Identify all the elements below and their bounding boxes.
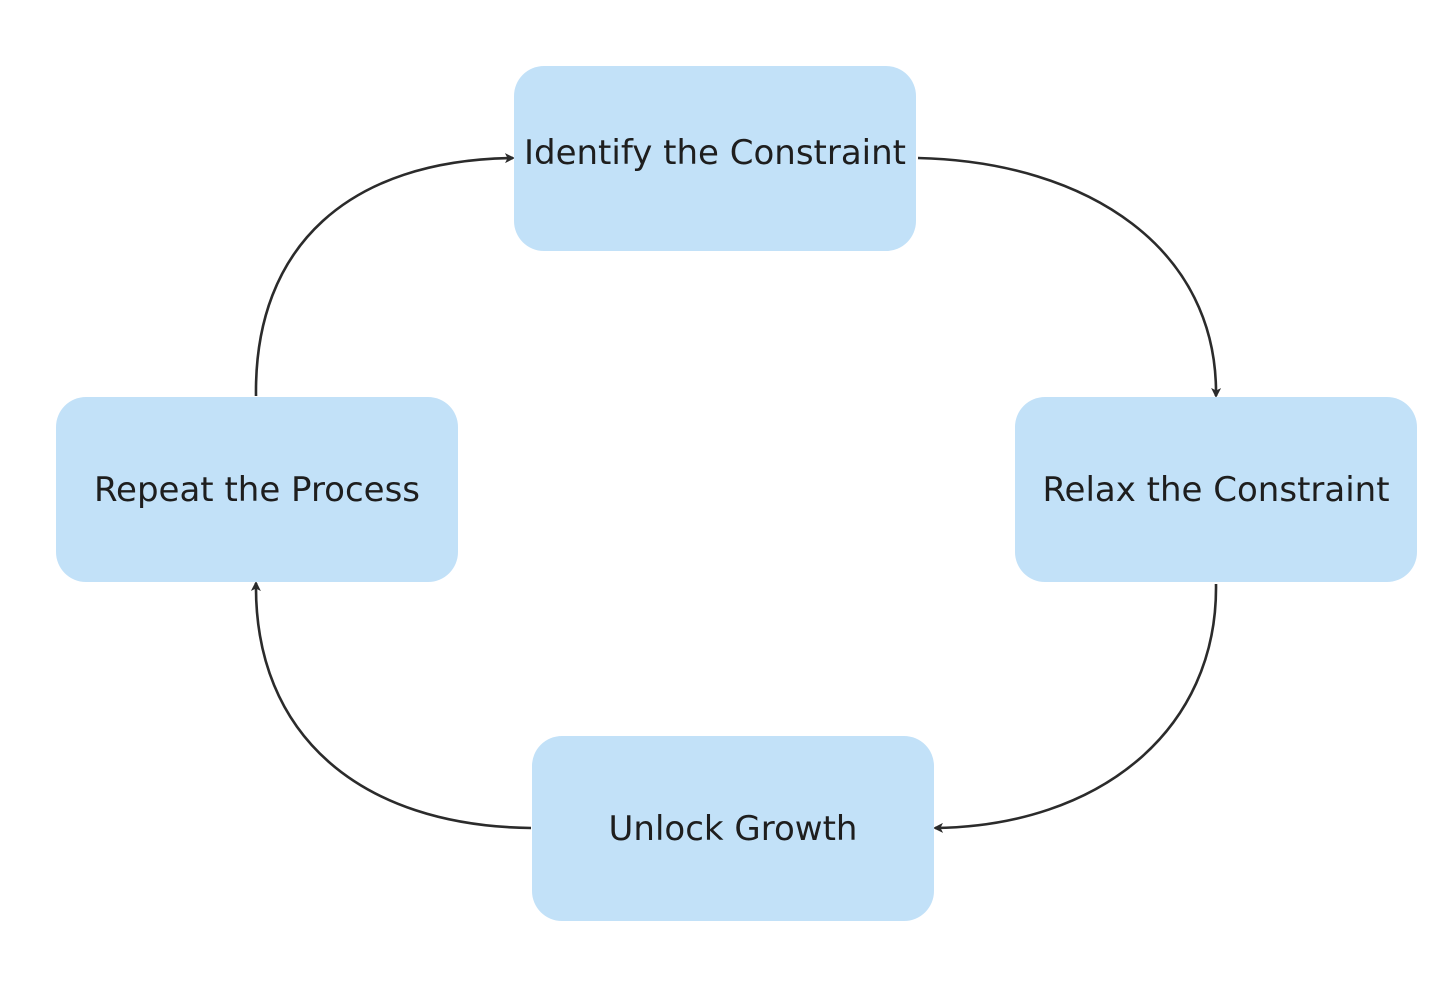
arrow-unlock-to-repeat — [250, 581, 532, 830]
node-label-identify: Identify the Constraint — [523, 132, 907, 173]
arrow-identify-to-relax — [917, 156, 1222, 398]
node-label-relax: Relax the Constraint — [1042, 469, 1390, 510]
node-label-repeat: Repeat the Process — [93, 469, 421, 510]
node-relax-the-constraint: Relax the Constraint — [1015, 397, 1417, 582]
node-label-unlock: Unlock Growth — [608, 808, 858, 849]
node-unlock-growth: Unlock Growth — [532, 736, 934, 921]
arrow-relax-to-unlock — [933, 583, 1218, 833]
node-repeat-the-process: Repeat the Process — [56, 397, 458, 582]
arrow-repeat-to-identify — [254, 153, 515, 397]
node-identify-the-constraint: Identify the Constraint — [514, 66, 916, 251]
